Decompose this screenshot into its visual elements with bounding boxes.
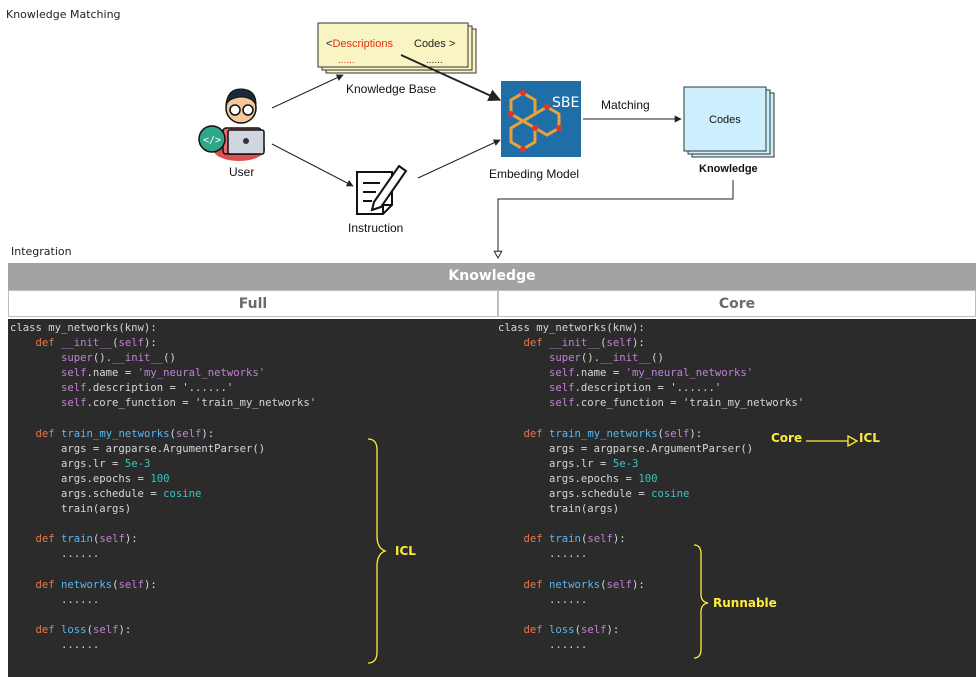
full-column-header: Full — [8, 290, 498, 317]
knowledge-table-title: Knowledge — [8, 263, 976, 290]
user-icon: </> User — [198, 88, 265, 179]
section-label-matching: Knowledge Matching — [6, 8, 121, 21]
kb-desc-text: <Descriptions — [326, 38, 393, 50]
instruction-icon: Instruction — [348, 164, 408, 235]
knowledge-to-integration-arrow — [498, 180, 734, 258]
svg-text:</>: </> — [203, 135, 221, 146]
kb-dots-right: ...... — [426, 55, 443, 66]
full-code: class my_networks(knw): def __init__(sel… — [10, 322, 317, 651]
full-code-panel: class my_networks(knw): def __init__(sel… — [8, 319, 498, 677]
matching-label: Matching — [601, 98, 650, 112]
knowledge-matching-diagram: <Descriptions Codes > ...... ...... Know… — [198, 22, 775, 262]
core-column-header: Core — [498, 290, 976, 317]
embedding-model-icon: SBE Embeding Model — [489, 81, 581, 181]
kb-dots-left: ...... — [338, 55, 355, 66]
code-line: class my_networks(knw): — [10, 322, 157, 334]
codes-knowledge-stack: Codes Knowledge — [683, 86, 775, 175]
embedding-model-label: Embeding Model — [489, 167, 579, 181]
section-label-integration: Integration — [11, 245, 72, 258]
codes-card-label: Codes — [709, 114, 741, 126]
instruction-label: Instruction — [348, 221, 403, 235]
user-to-kb-arrow — [271, 74, 344, 109]
instruction-to-model-arrow — [417, 139, 501, 179]
icl-brace — [367, 438, 387, 664]
core-label: Core — [771, 431, 803, 445]
core-icl-label: ICL — [859, 431, 880, 445]
icl-label: ICL — [395, 544, 416, 558]
user-to-instruction-arrow — [271, 143, 354, 187]
knowledge-label: Knowledge — [699, 163, 758, 175]
knowledge-base-stack: <Descriptions Codes > ...... ...... Know… — [317, 22, 477, 96]
desc-ellipsis: ...... — [188, 382, 227, 395]
codes-card — [683, 86, 767, 152]
kb-codes-text: Codes > — [414, 38, 455, 50]
knowledge-base-card — [317, 22, 469, 68]
core-code-panel: class my_networks(knw): def __init__(sel… — [498, 319, 976, 677]
core-to-icl-arrow — [806, 434, 859, 448]
runnable-label: Runnable — [713, 596, 777, 610]
kb-to-model-arrow — [400, 54, 502, 102]
runnable-brace — [693, 544, 709, 659]
knowledge-base-label: Knowledge Base — [346, 82, 436, 96]
core-code: class my_networks(knw): def __init__(sel… — [498, 322, 805, 651]
user-label: User — [229, 165, 254, 179]
sbe-text: SBE — [552, 95, 579, 111]
